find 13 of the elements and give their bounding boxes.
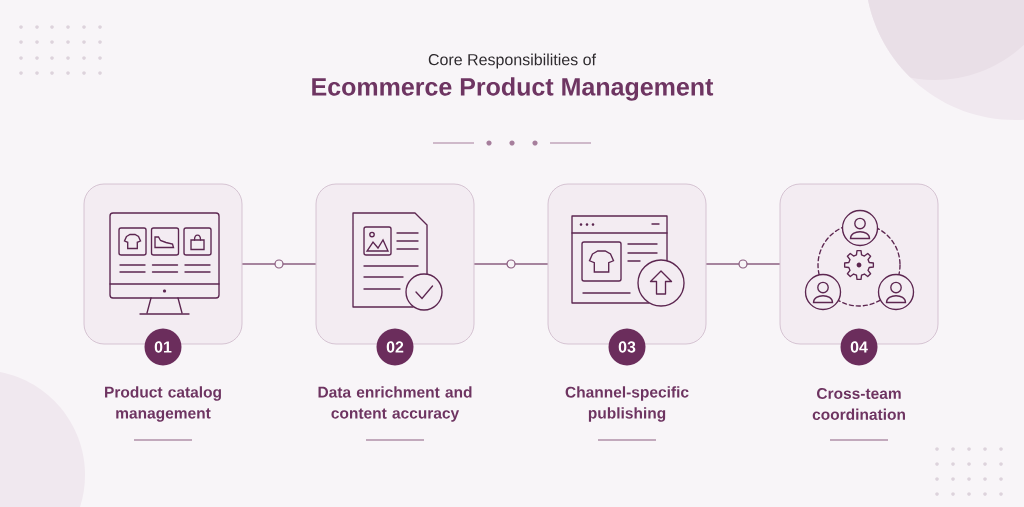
subtitle: Core Responsibilities of bbox=[428, 53, 596, 69]
number-badge: 04 bbox=[840, 328, 878, 366]
number-badge: 03 bbox=[608, 328, 646, 366]
number-badge: 02 bbox=[376, 328, 414, 366]
title: Ecommerce Product Management bbox=[312, 77, 714, 101]
node-label: Product catalog management bbox=[105, 386, 221, 422]
connector-line bbox=[241, 263, 317, 265]
node-label: Cross-team coordination bbox=[812, 388, 905, 420]
node-label: Channel-specific publishing bbox=[565, 386, 689, 422]
number-badge: 01 bbox=[144, 328, 182, 366]
connector-line bbox=[705, 263, 781, 265]
connector-line bbox=[473, 263, 549, 265]
node-label: Data enrichment and content accuracy bbox=[318, 386, 472, 422]
